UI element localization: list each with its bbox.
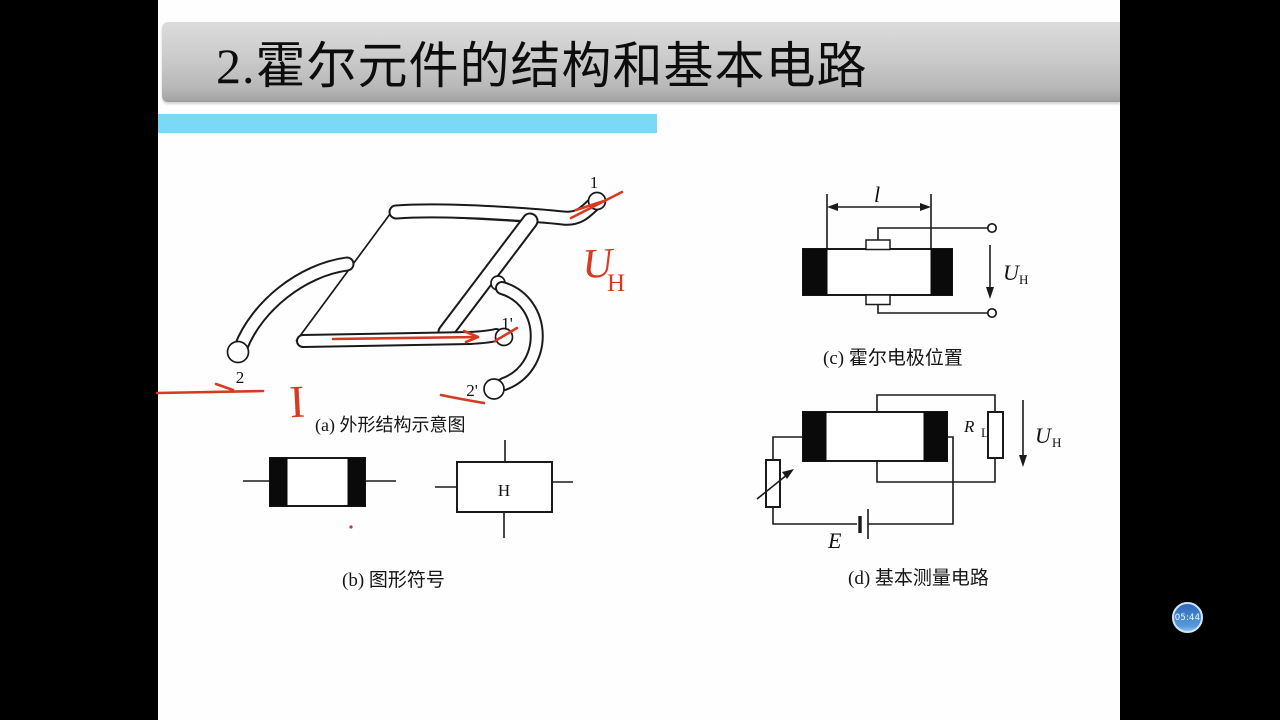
output-top-wire bbox=[876, 394, 996, 412]
symbol2-body bbox=[456, 461, 553, 513]
output-bottom-wire bbox=[876, 458, 996, 483]
figure-c-drawing: l U H bbox=[802, 182, 1028, 319]
voltage-sub-c: H bbox=[1019, 272, 1028, 287]
variable-resistor-arrow bbox=[756, 473, 789, 500]
dim-arrowhead-left bbox=[827, 203, 838, 211]
figure-a-drawing: 1 2 1' 2' U H I bbox=[155, 173, 625, 428]
bias-left-wire bbox=[772, 436, 803, 460]
figure-b-drawing: H bbox=[243, 440, 573, 538]
bias-bottom-wire-right bbox=[868, 436, 954, 525]
figure-b-caption: (b) 图形符号 bbox=[342, 570, 445, 591]
accent-underline-bar bbox=[158, 114, 657, 133]
symbol1-left-electrode bbox=[269, 457, 288, 507]
length-label: l bbox=[874, 182, 880, 207]
plate-right-edge-tube bbox=[437, 212, 539, 341]
bottom-hall-electrode-tab bbox=[865, 294, 891, 306]
handwritten-annotations: U H I bbox=[155, 190, 625, 428]
stray-red-dot bbox=[349, 525, 353, 529]
left-electrode-d bbox=[802, 411, 827, 462]
left-arrow-head bbox=[214, 382, 235, 392]
voltage-label-c: U bbox=[1003, 260, 1021, 285]
figure-a-caption: (a) 外形结构示意图 bbox=[315, 415, 466, 435]
terminal-2-label: 2 bbox=[236, 368, 245, 387]
top-hall-electrode-tab bbox=[865, 239, 891, 251]
load-resistor bbox=[987, 411, 1004, 459]
handwritten-voltage-U: U bbox=[581, 240, 616, 288]
terminal-1prime-tick bbox=[493, 326, 519, 343]
voltage-sub-d: H bbox=[1052, 435, 1061, 450]
lead-1-tube bbox=[388, 195, 603, 226]
timer-badge-time: 05:44 bbox=[1174, 612, 1201, 623]
figure-c-caption: (c) 霍尔电极位置 bbox=[823, 348, 963, 369]
variable-resistor-arrowhead bbox=[782, 469, 794, 479]
load-label: R bbox=[963, 417, 975, 436]
voltage-arrowhead-c bbox=[986, 287, 994, 299]
bottom-output-terminal bbox=[986, 307, 998, 319]
variable-resistor bbox=[765, 459, 781, 508]
terminal-2prime-circle bbox=[483, 378, 505, 400]
page-title: 2.霍尔元件的结构和基本电路 bbox=[216, 38, 868, 94]
handwritten-current-I: I bbox=[288, 376, 306, 428]
terminal-2prime-underline bbox=[439, 393, 486, 405]
terminal-1-check-mark bbox=[569, 190, 624, 220]
right-electrode-d bbox=[923, 411, 948, 462]
dim-arrowhead-right bbox=[920, 203, 931, 211]
top-output-wire bbox=[877, 227, 988, 240]
voltage-arrowhead-d bbox=[1019, 455, 1027, 467]
terminal-1-check-mark-2 bbox=[574, 199, 606, 212]
lead-2-tube bbox=[233, 256, 355, 355]
hall-letter: H bbox=[498, 481, 510, 500]
bottom-output-wire bbox=[877, 304, 988, 314]
current-path-arrowhead bbox=[462, 329, 480, 344]
terminal-1prime-label: 1' bbox=[501, 314, 513, 333]
load-sub: L bbox=[981, 425, 989, 440]
handwritten-voltage-H-sub: H bbox=[607, 270, 625, 297]
terminal-2prime-label: 2' bbox=[466, 381, 478, 400]
hall-body-c bbox=[802, 248, 953, 296]
left-electrode-c bbox=[802, 248, 828, 296]
source-label: E bbox=[827, 528, 842, 553]
slide-title-bar: 2.霍尔元件的结构和基本电路 bbox=[162, 22, 1120, 102]
hall-body-d bbox=[802, 411, 948, 462]
terminal-2-circle bbox=[226, 340, 250, 364]
timer-badge[interactable]: 05:44 bbox=[1172, 602, 1203, 633]
right-electrode-c bbox=[930, 248, 953, 296]
top-output-terminal bbox=[986, 222, 998, 234]
figure-d-caption: (d) 基本测量电路 bbox=[848, 568, 989, 589]
current-path-line bbox=[331, 335, 480, 341]
lead-2prime-tube bbox=[495, 281, 544, 391]
left-arrow-line bbox=[155, 389, 265, 395]
bias-bottom-wire-left bbox=[772, 507, 857, 525]
symbol1-right-electrode bbox=[347, 457, 366, 507]
terminal-1-label: 1 bbox=[590, 173, 599, 192]
voltage-label-d: U bbox=[1035, 423, 1053, 448]
figure-d-drawing: R L E U H bbox=[756, 394, 1061, 553]
